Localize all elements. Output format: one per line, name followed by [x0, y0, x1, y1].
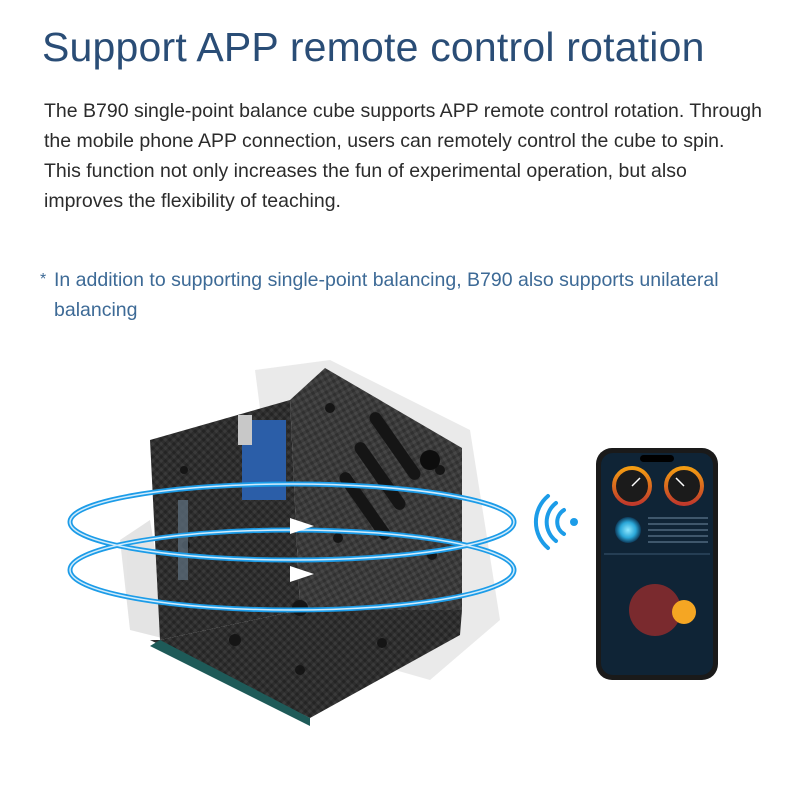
description: The B790 single-point balance cube suppo… — [44, 96, 764, 216]
footnote-text: In addition to supporting single-point b… — [54, 269, 719, 321]
balance-cube-image — [150, 368, 462, 726]
product-illustration — [0, 340, 800, 800]
description-paragraph-2: This function not only increases the fun… — [44, 160, 687, 212]
description-paragraph-1: The B790 single-point balance cube suppo… — [44, 100, 762, 152]
footnote: * In addition to supporting single-point… — [40, 265, 740, 325]
wifi-signal-icon — [533, 494, 578, 550]
page-title: Support APP remote control rotation — [42, 24, 705, 70]
footnote-marker: * — [40, 271, 47, 288]
smartphone-image — [596, 448, 718, 680]
